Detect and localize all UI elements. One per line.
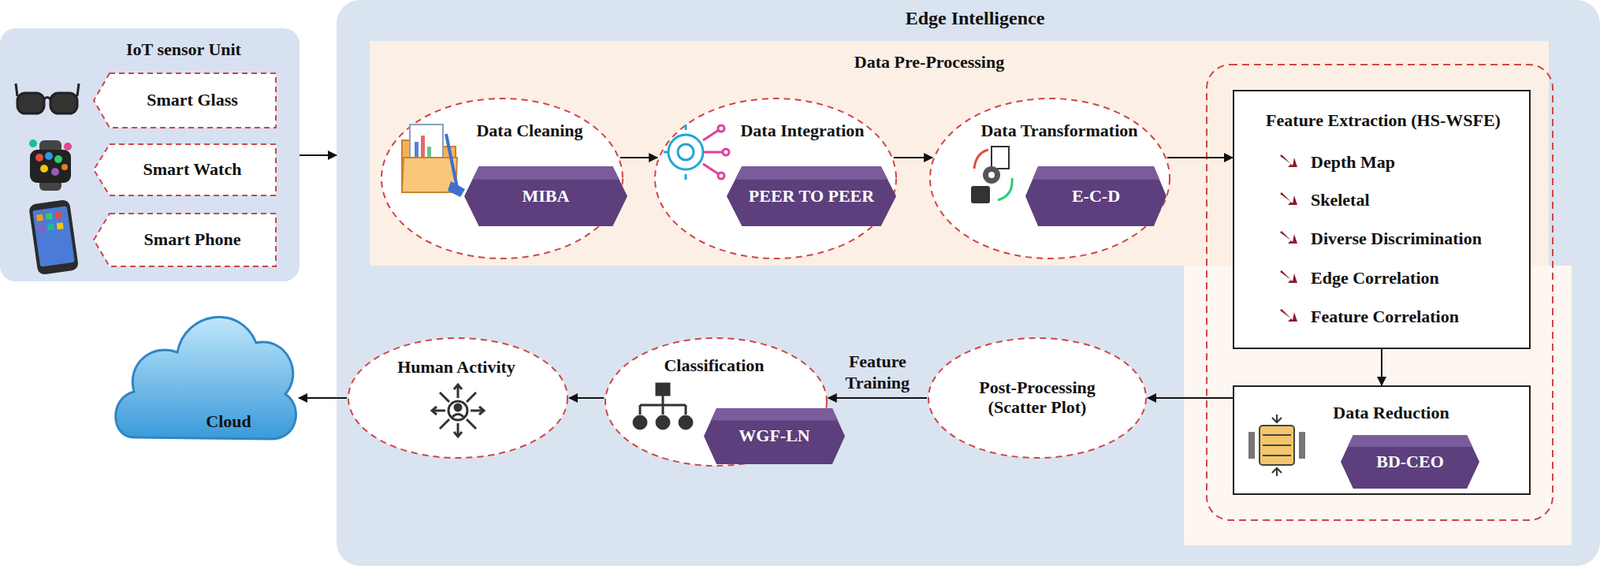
- node-title: IoT sensor Unit: [47, 39, 320, 60]
- ellipse-fill: [654, 98, 897, 259]
- node-title: Post-Processing (Scatter Plot): [966, 377, 1109, 418]
- cleaning-icon: [401, 124, 466, 198]
- node-title: Smart Watch: [109, 159, 276, 179]
- device-box: Smart Phone: [92, 212, 278, 268]
- method-hexagon: BD-CEO: [1340, 435, 1480, 489]
- node-title: Cloud: [185, 411, 272, 432]
- node-title: BD-CEO: [1348, 451, 1472, 472]
- process-ellipse: Data IntegrationPEER TO PEER: [653, 96, 898, 261]
- hex-fill: [464, 166, 628, 227]
- method-hexagon: PEER TO PEER: [726, 166, 897, 227]
- node-title: Human Activity: [389, 357, 524, 377]
- node-title: MIBA: [472, 186, 620, 206]
- arrow-connector: [298, 397, 347, 399]
- hex-fill: [1340, 435, 1480, 489]
- node-title: Data Reduction: [1316, 402, 1467, 423]
- arrow-connector: [828, 397, 927, 399]
- list-item: Edge Correlation: [1310, 267, 1524, 288]
- node-title: Classification: [651, 355, 778, 376]
- method-hexagon: WGF-LN: [703, 408, 845, 465]
- activity-icon: [431, 384, 484, 437]
- dashed-region: [1206, 64, 1553, 521]
- arrow-connector: [620, 156, 658, 159]
- arrow-connector: [1167, 156, 1233, 159]
- phone-icon: [28, 199, 79, 276]
- node-title: Smart Phone: [109, 229, 276, 250]
- arrow-connector: [299, 154, 337, 157]
- hex-fill: [1025, 166, 1167, 227]
- cloud-outline: [110, 287, 299, 451]
- device-box: Smart Glass: [92, 71, 278, 130]
- arrow-connector: [1380, 349, 1383, 386]
- chev-fill: [93, 144, 276, 196]
- cloud-fill: [115, 316, 297, 440]
- chev-fill: [93, 213, 276, 267]
- arrow-connector: [893, 156, 933, 159]
- reduction-icon: [1248, 414, 1306, 477]
- bullet-arrows: [1280, 154, 1298, 322]
- transformation-icon: [971, 146, 1013, 204]
- list-item: Diverse Discrimination: [1310, 228, 1524, 249]
- edge-label: Feature Training: [830, 351, 924, 394]
- list-item: Depth Map: [1310, 152, 1524, 172]
- ellipse-fill: [930, 98, 1170, 259]
- device-box: Smart Watch: [92, 142, 278, 198]
- chev-fill: [93, 73, 276, 128]
- arrow-connector: [569, 397, 604, 399]
- edge-panel: Edge IntelligenceData Pre-ProcessingData…: [336, 0, 1600, 566]
- hex-fill: [726, 166, 897, 227]
- integration-icon: [663, 124, 730, 180]
- node-title: Data Pre-Processing: [811, 52, 1048, 72]
- hex-fill: [703, 408, 845, 465]
- ellipse-fill: [381, 98, 623, 259]
- watch-icon: [29, 139, 72, 191]
- ellipse-fill: [348, 338, 568, 458]
- node-title: E-C-D: [1033, 186, 1159, 206]
- node-title: Data Integration: [727, 120, 878, 141]
- hierarchy-icon: [632, 383, 693, 430]
- node-title: WGF-LN: [711, 425, 838, 446]
- method-hexagon: E-C-D: [1025, 166, 1167, 227]
- process-ellipse: Data TransformationE-C-D: [928, 96, 1172, 261]
- list-item: Feature Correlation: [1310, 306, 1524, 327]
- node-title: Edge Intelligence: [809, 7, 1141, 30]
- list-item: Skeletal: [1310, 189, 1524, 210]
- process-ellipse: Post-Processing (Scatter Plot): [926, 336, 1148, 460]
- arrow-connector: [1147, 397, 1233, 399]
- node-title: Data Cleaning: [458, 120, 601, 141]
- glasses-icon: [15, 83, 79, 114]
- node-title: Smart Glass: [109, 89, 276, 110]
- process-ellipse: ClassificationWGF-LN: [603, 336, 829, 468]
- ellipse-fill: [928, 338, 1147, 458]
- node-title: Feature Extraction (HS-WSFE): [1239, 110, 1528, 131]
- method-hexagon: MIBA: [464, 166, 628, 227]
- node-title: PEER TO PEER: [734, 186, 889, 206]
- cloud-shape: Cloud: [110, 287, 299, 451]
- node-title: Data Transformation: [963, 120, 1156, 141]
- feature-box: Feature Extraction (HS-WSFE) Depth MapSke…: [1232, 89, 1531, 350]
